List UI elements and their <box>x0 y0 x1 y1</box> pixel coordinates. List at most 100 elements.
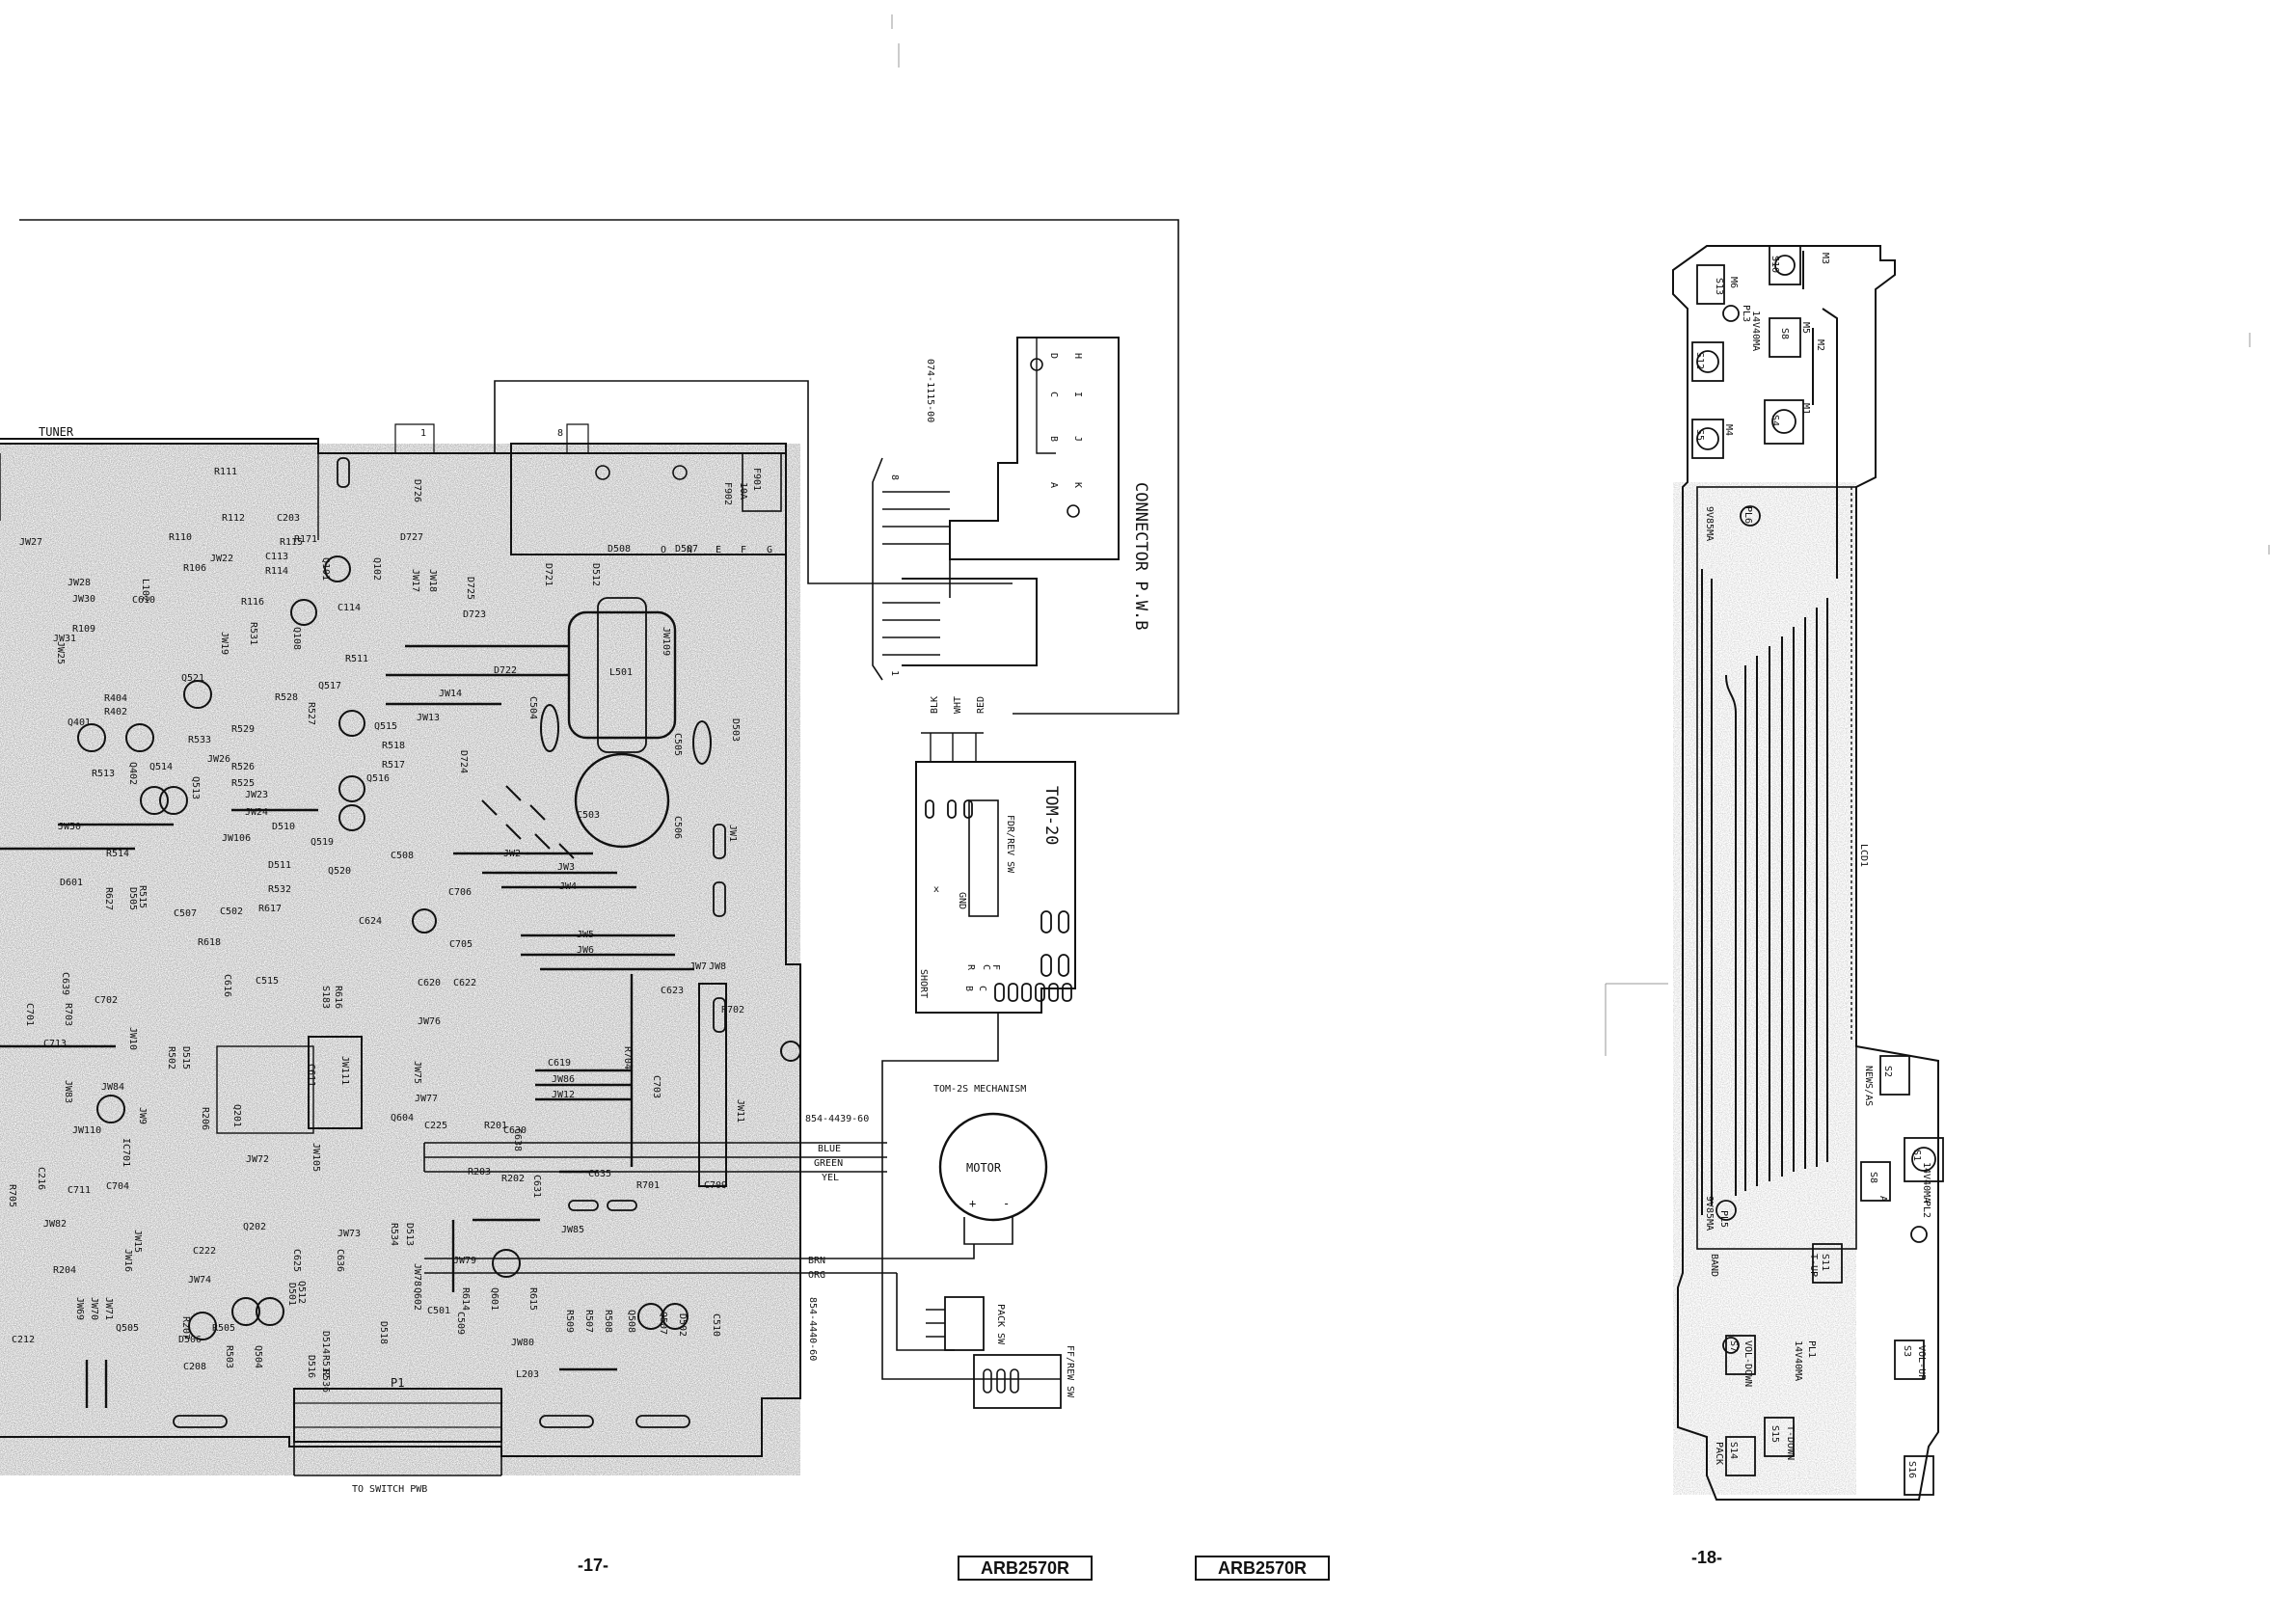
component-ref: R536 <box>320 1369 331 1393</box>
connector-pwb-title: CONNECTOR P.W.B <box>1131 482 1150 631</box>
connector-pin: O <box>661 545 666 555</box>
component-ref: JW31 <box>53 634 76 644</box>
wire-blue: BLUE <box>818 1144 841 1154</box>
component-ref: D512 <box>590 563 601 586</box>
component-ref: C702 <box>95 995 118 1006</box>
component-ref: R616 <box>333 986 343 1009</box>
component-ref: JW5 <box>577 930 594 940</box>
component-ref: JW75 <box>412 1061 422 1084</box>
switch-ref: S5 <box>1694 429 1705 441</box>
component-ref: R531 <box>248 622 258 645</box>
component-ref: C611 <box>306 1064 316 1087</box>
component-ref: JW7 <box>689 961 707 972</box>
component-ref: D511 <box>268 860 291 871</box>
component-ref: C623 <box>661 986 684 996</box>
component-ref: Q520 <box>328 866 351 877</box>
switch-ref: S13 <box>1714 278 1724 295</box>
switch-ref: A <box>1877 1196 1888 1202</box>
component-ref: JW85 <box>561 1225 584 1235</box>
component-ref: L501 <box>609 667 633 678</box>
component-ref: C114 <box>338 603 361 613</box>
conn-letter: C <box>1048 392 1059 397</box>
component-ref: C216 <box>36 1167 46 1190</box>
component-ref: JW50 <box>58 822 81 832</box>
component-ref: D726 <box>412 479 422 502</box>
component-ref: Q505 <box>116 1323 139 1334</box>
component-ref: R204 <box>53 1265 76 1276</box>
component-ref: Q601 <box>489 1287 500 1311</box>
component-ref: JW8 <box>709 961 726 972</box>
component-ref: S183 <box>320 986 331 1009</box>
page-number-right: -18- <box>1690 1548 1722 1567</box>
component-ref: Q513 <box>190 776 201 799</box>
component-ref: JW30 <box>72 594 95 605</box>
component-ref: R627 <box>103 887 114 910</box>
component-ref: R115 <box>280 537 303 548</box>
connector-pin: G <box>767 545 772 555</box>
model-number-left: ARB2570R <box>958 1556 1093 1581</box>
component-ref: R207 <box>180 1316 191 1340</box>
component-ref: JW77 <box>415 1094 438 1104</box>
component-ref: D501 <box>286 1283 297 1306</box>
component-ref: JW80 <box>511 1338 534 1348</box>
component-ref: R116 <box>241 597 264 608</box>
switch-ref: 14V40MA <box>1750 311 1761 351</box>
component-ref: R508 <box>603 1310 613 1333</box>
model-number-right: ARB2570R <box>1195 1556 1330 1581</box>
switch-ref: S14 <box>1728 1442 1739 1459</box>
component-ref: L203 <box>516 1369 539 1380</box>
component-ref: JW82 <box>43 1219 67 1230</box>
component-ref: D503 <box>730 718 741 742</box>
pin-label: 1 <box>420 428 426 439</box>
component-ref: C706 <box>448 887 472 898</box>
switch-ref: 9V85MA <box>1704 1196 1715 1231</box>
component-ref: R615 <box>527 1287 538 1311</box>
component-ref: R201 <box>484 1121 507 1131</box>
component-ref: JW74 <box>188 1275 211 1286</box>
switch-ref: S16 <box>1906 1461 1917 1478</box>
component-ref: C505 <box>672 733 683 756</box>
component-ref: R704 <box>622 1046 633 1069</box>
component-ref: C501 <box>427 1306 450 1316</box>
gnd-label: GND <box>957 892 967 909</box>
component-ref: D601 <box>60 878 83 888</box>
component-ref: JW110 <box>72 1125 101 1136</box>
switch-ref: S7 <box>1728 1340 1739 1352</box>
component-ref: C638 <box>512 1128 523 1151</box>
component-ref: JW84 <box>101 1082 124 1093</box>
component-ref: C625 <box>291 1249 302 1272</box>
component-ref: R112 <box>222 513 245 524</box>
component-ref: IC701 <box>121 1138 131 1167</box>
switch-ref: M5 <box>1800 322 1811 334</box>
component-ref: JW18 <box>427 569 438 592</box>
part-number: 074-1115-00 <box>925 359 935 422</box>
component-ref: JW26 <box>207 754 230 765</box>
component-ref: R614 <box>460 1287 471 1311</box>
wire-label: BLK <box>930 696 940 714</box>
switch-ref: M1 <box>1800 403 1811 415</box>
component-ref: D518 <box>378 1321 389 1344</box>
switch-ref: NEWS/AS <box>1863 1066 1874 1106</box>
component-ref: C630 <box>503 1125 527 1136</box>
component-ref: C624 <box>359 916 382 927</box>
tom-pin: F <box>990 964 1001 970</box>
switch-ref: PL6 <box>1742 506 1753 524</box>
component-ref: D510 <box>272 822 295 832</box>
component-ref: R705 <box>7 1184 17 1207</box>
component-ref: R618 <box>198 937 221 948</box>
conn-letter: B <box>1048 436 1059 442</box>
component-ref: R701 <box>636 1180 660 1191</box>
component-ref: R532 <box>268 884 291 895</box>
component-ref: C610 <box>132 595 155 606</box>
component-ref: C510 <box>711 1313 721 1337</box>
component-ref: JW70 <box>89 1297 99 1320</box>
component-ref: C113 <box>265 552 288 562</box>
component-ref: R509 <box>564 1310 575 1333</box>
component-ref: R503 <box>224 1345 234 1368</box>
component-ref: JW73 <box>338 1229 361 1239</box>
component-ref: R512 <box>320 1355 331 1378</box>
component-ref: Q516 <box>366 773 390 784</box>
component-ref: C619 <box>548 1058 571 1069</box>
switch-ref: S8 <box>1868 1172 1878 1183</box>
